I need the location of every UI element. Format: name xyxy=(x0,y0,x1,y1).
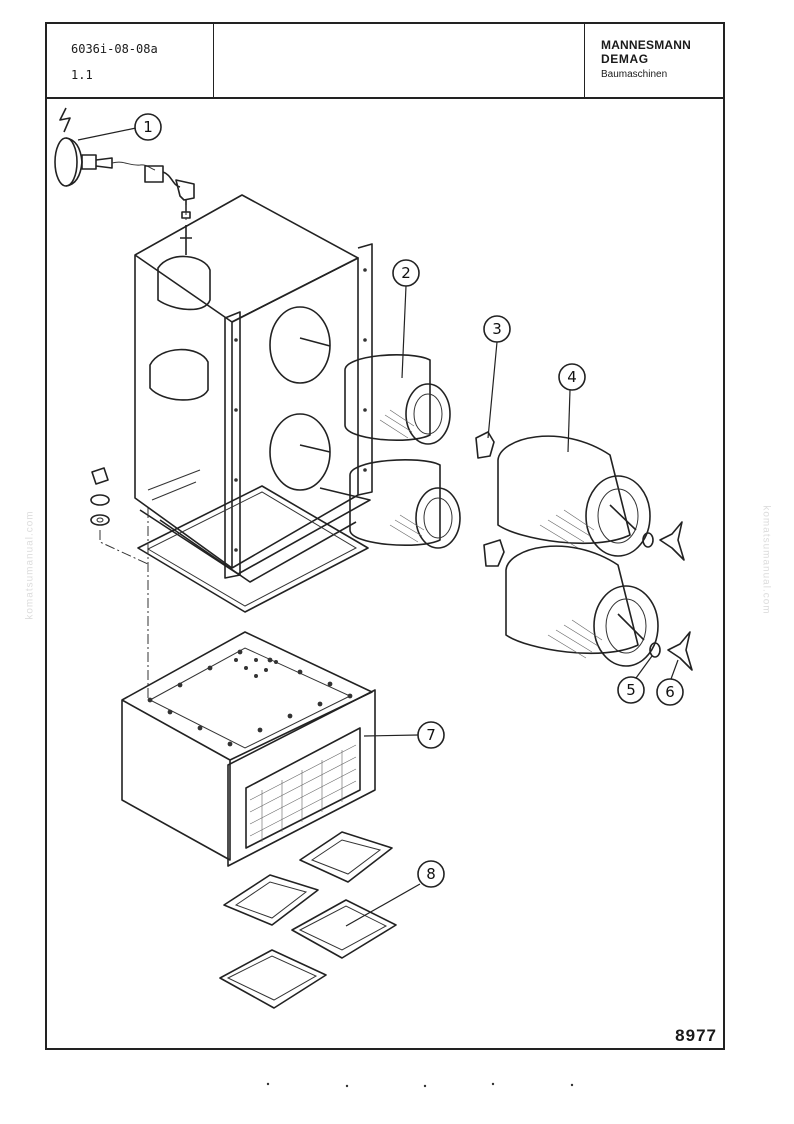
housing-gasket xyxy=(137,485,369,613)
document-version: 1.1 xyxy=(71,68,93,82)
scan-speck xyxy=(345,1084,349,1088)
title-block-id-cell: 6036i-08-08a 1.1 xyxy=(47,24,214,97)
part-8-dust-valves xyxy=(219,831,397,1009)
brand-line-2: DEMAG xyxy=(601,52,649,66)
callout-label-1: 1 xyxy=(143,118,153,136)
scan-speck xyxy=(491,1082,495,1086)
part-5-washers xyxy=(642,532,661,658)
scan-speck xyxy=(266,1082,270,1086)
callout-5: 5 xyxy=(617,655,653,704)
callout-label-3: 3 xyxy=(492,320,502,338)
callout-label-5: 5 xyxy=(626,681,636,699)
callout-label-4: 4 xyxy=(567,368,577,386)
callout-1: 1 xyxy=(77,113,162,141)
callout-3: 3 xyxy=(483,315,511,439)
brand-line-3: Baumaschinen xyxy=(601,69,668,80)
callout-8: 8 xyxy=(345,860,445,927)
nut-washer-stack xyxy=(90,467,110,526)
filter-housing xyxy=(134,194,373,583)
title-block: 6036i-08-08a 1.1 MANNESMANN DEMAG Baumas… xyxy=(47,24,723,99)
figure-number: 8977 xyxy=(675,1026,717,1045)
drawing-sheet: 6036i-08-08a 1.1 MANNESMANN DEMAG Baumas… xyxy=(45,22,725,1050)
callout-6: 6 xyxy=(656,659,684,706)
callout-4: 4 xyxy=(558,363,586,453)
part-4-main-cartridges xyxy=(497,435,659,667)
callout-label-8: 8 xyxy=(426,865,436,883)
scan-speck xyxy=(423,1084,427,1088)
scan-speck xyxy=(570,1083,574,1087)
document-number: 6036i-08-08a xyxy=(71,42,158,56)
part-2-safety-cartridges xyxy=(344,354,461,549)
brand-line-1: MANNESMANN xyxy=(601,38,691,52)
callout-label-6: 6 xyxy=(665,683,675,701)
callout-label-7: 7 xyxy=(426,726,436,744)
callout-7: 7 xyxy=(363,721,445,749)
part-3-clips xyxy=(475,431,505,567)
part-6-wing-nuts xyxy=(659,521,693,671)
part-1-indicator-switch xyxy=(54,107,195,219)
title-block-brand-cell: MANNESMANN DEMAG Baumaschinen xyxy=(584,24,726,97)
callout-2: 2 xyxy=(392,259,420,379)
callout-label-2: 2 xyxy=(401,264,411,282)
assembly-line-nuts xyxy=(99,530,151,566)
part-7-pre-cleaner xyxy=(121,631,376,867)
